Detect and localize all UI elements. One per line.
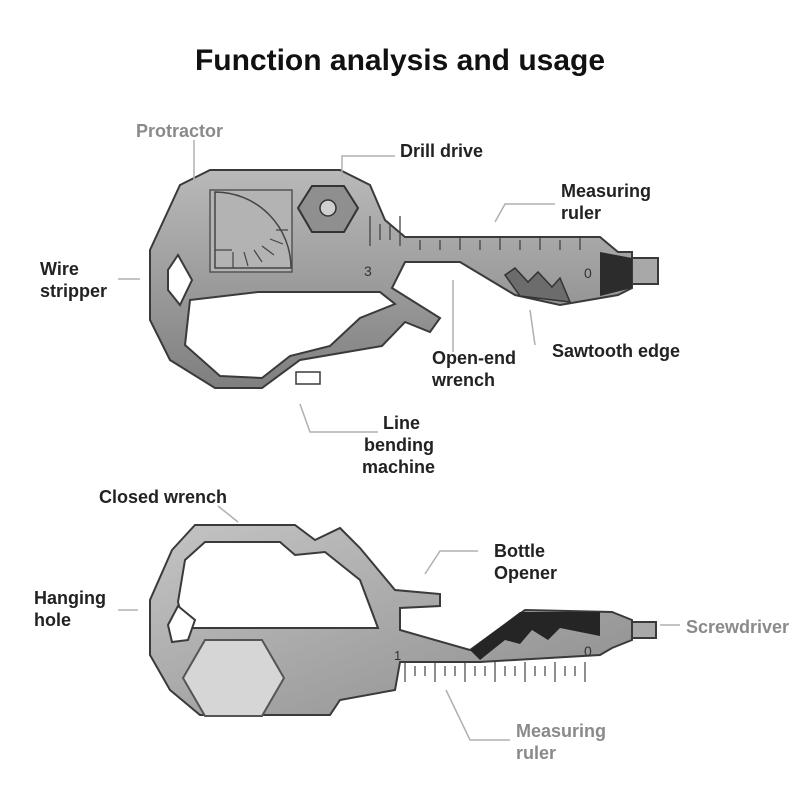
bottom-hex bbox=[181, 639, 286, 717]
label-protractor: Protractor bbox=[136, 121, 224, 141]
bottom-leader-lines bbox=[118, 505, 680, 741]
protractor-plate bbox=[209, 189, 293, 273]
bottom-hanging-hole bbox=[166, 604, 197, 644]
label-hanging-hole-line2: hole bbox=[34, 610, 72, 630]
top-inner-cutout bbox=[183, 291, 397, 380]
top-tip-dark bbox=[600, 252, 632, 296]
bottom-sawtooth bbox=[470, 612, 600, 660]
protractor-arc bbox=[214, 191, 292, 269]
top-sawtooth bbox=[503, 267, 572, 303]
label-open-end-wrench-line2: wrench bbox=[432, 370, 496, 390]
top-ruler-mark-left: 3 bbox=[364, 263, 372, 279]
bottom-ruler-ticks bbox=[404, 662, 586, 682]
label-open-end-wrench-line1: Open-end bbox=[432, 348, 516, 368]
label-sawtooth-edge: Sawtooth edge bbox=[552, 341, 681, 361]
bottom-key-tool bbox=[149, 524, 657, 717]
label-line-bending-line1: Line bbox=[383, 413, 421, 433]
top-ruler-ticks bbox=[369, 216, 581, 250]
label-bottle-opener-line2: Opener bbox=[494, 563, 558, 583]
top-tip bbox=[631, 257, 659, 285]
bottom-ruler-mark-right: 0 bbox=[584, 643, 592, 659]
bottom-inner-cutout bbox=[176, 541, 380, 629]
label-wire-stripper-line1: Wire bbox=[40, 259, 79, 279]
protractor-ticks bbox=[215, 229, 288, 268]
label-measuring-ruler-top-line2: ruler bbox=[561, 203, 602, 223]
label-wire-stripper-line2: stripper bbox=[40, 281, 108, 301]
label-closed-wrench: Closed wrench bbox=[99, 487, 228, 507]
top-leader-lines bbox=[118, 140, 555, 433]
drill-hole bbox=[319, 199, 337, 217]
top-key-tool bbox=[149, 169, 659, 389]
label-measuring-ruler-top-line1: Measuring bbox=[561, 181, 652, 201]
top-stripper-hole bbox=[167, 253, 194, 307]
top-bending-notch bbox=[295, 371, 321, 385]
label-line-bending-line3: machine bbox=[362, 457, 436, 477]
label-hanging-hole-line1: Hanging bbox=[34, 588, 106, 608]
bottom-ruler-mark-left: 1 bbox=[394, 648, 401, 663]
page-title: Function analysis and usage bbox=[194, 44, 606, 77]
label-measuring-ruler-bottom-line2: ruler bbox=[516, 743, 557, 763]
label-drill-drive: Drill drive bbox=[400, 141, 484, 161]
label-screwdriver: Screwdriver bbox=[686, 617, 790, 637]
label-line-bending-line2: bending bbox=[364, 435, 434, 455]
label-measuring-ruler-bottom-line1: Measuring bbox=[516, 721, 607, 741]
label-bottle-opener-line1: Bottle bbox=[494, 541, 545, 561]
bottom-tip bbox=[631, 621, 657, 639]
top-ruler-mark-right: 0 bbox=[584, 265, 592, 281]
